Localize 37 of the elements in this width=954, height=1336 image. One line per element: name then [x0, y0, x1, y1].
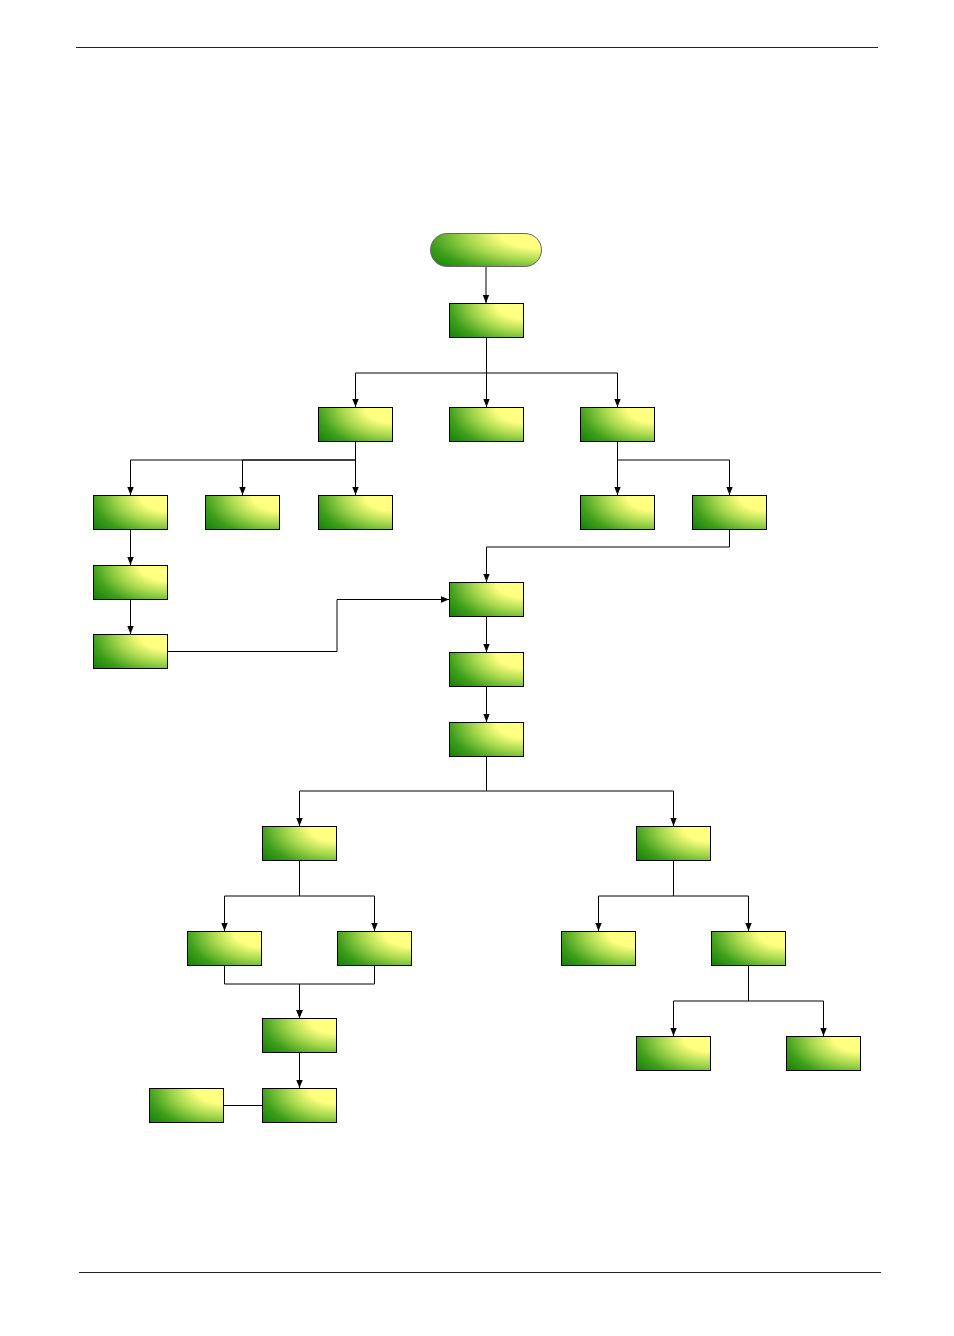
- process-box: [93, 495, 168, 530]
- process-box: [449, 652, 524, 687]
- process-box: [636, 1036, 711, 1071]
- process-box: [93, 634, 168, 669]
- process-box: [580, 495, 655, 530]
- arrow: [482, 266, 490, 304]
- process-box: [187, 931, 262, 966]
- process-box: [711, 931, 786, 966]
- process-box: [262, 1018, 337, 1053]
- process-box: [561, 931, 636, 966]
- process-box: [692, 495, 767, 530]
- arrow: [296, 965, 375, 1019]
- connector-line: [223, 1105, 263, 1106]
- arrow: [296, 1052, 303, 1089]
- arrow: [127, 529, 134, 566]
- process-box: [449, 582, 524, 617]
- process-box: [580, 407, 655, 442]
- process-box: [262, 826, 337, 861]
- process-box: [636, 826, 711, 861]
- process-box: [449, 722, 524, 757]
- process-box: [318, 407, 393, 442]
- terminal-pill: [430, 233, 542, 267]
- arrow: [352, 441, 359, 496]
- process-box: [786, 1036, 861, 1071]
- process-box: [449, 407, 524, 442]
- arrow: [483, 529, 730, 583]
- process-box: [262, 1088, 337, 1123]
- process-box: [205, 495, 280, 530]
- arrow: [127, 599, 134, 635]
- process-box: [318, 495, 393, 530]
- process-box: [149, 1088, 224, 1123]
- arrow: [483, 616, 490, 653]
- arrow: [167, 596, 450, 652]
- process-box: [449, 303, 524, 338]
- process-box: [93, 565, 168, 600]
- arrow: [483, 686, 490, 723]
- process-box: [337, 931, 412, 966]
